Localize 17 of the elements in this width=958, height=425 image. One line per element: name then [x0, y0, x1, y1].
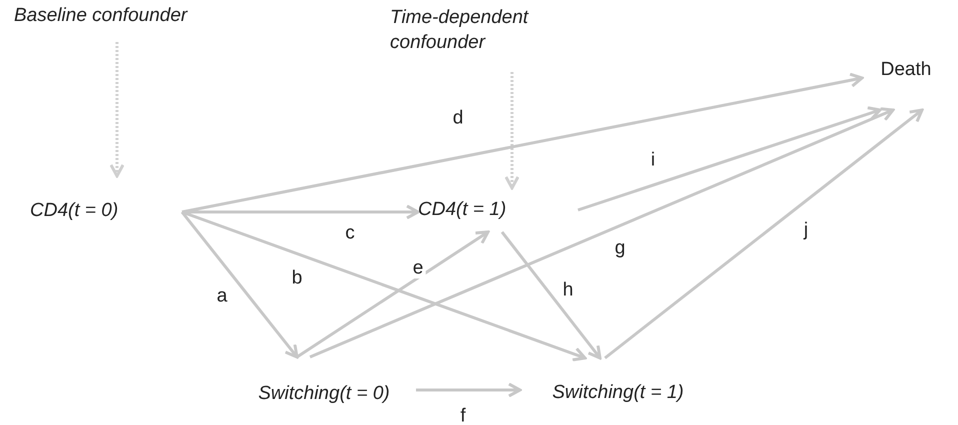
variable-label: CD4(t = 0)	[30, 176, 182, 246]
dotted-arrow	[504, 72, 520, 190]
arrow	[296, 230, 490, 358]
arrow	[578, 106, 882, 212]
arrow	[182, 72, 864, 214]
arrow	[604, 108, 924, 360]
variable-label: Baseline confounder	[14, 4, 246, 42]
arrow	[500, 231, 602, 360]
variable-label: Time-dependent confounder	[390, 6, 580, 72]
arrow	[180, 211, 298, 358]
variable-label: Death	[862, 58, 950, 110]
arrow	[416, 382, 522, 398]
variable-label: Switching(t = 1)	[520, 358, 716, 406]
dotted-arrow	[110, 42, 124, 178]
arrow	[309, 107, 894, 358]
variable-label: Switching(t = 0)	[232, 357, 416, 407]
variable-label: CD4(t = 1)	[418, 188, 578, 232]
